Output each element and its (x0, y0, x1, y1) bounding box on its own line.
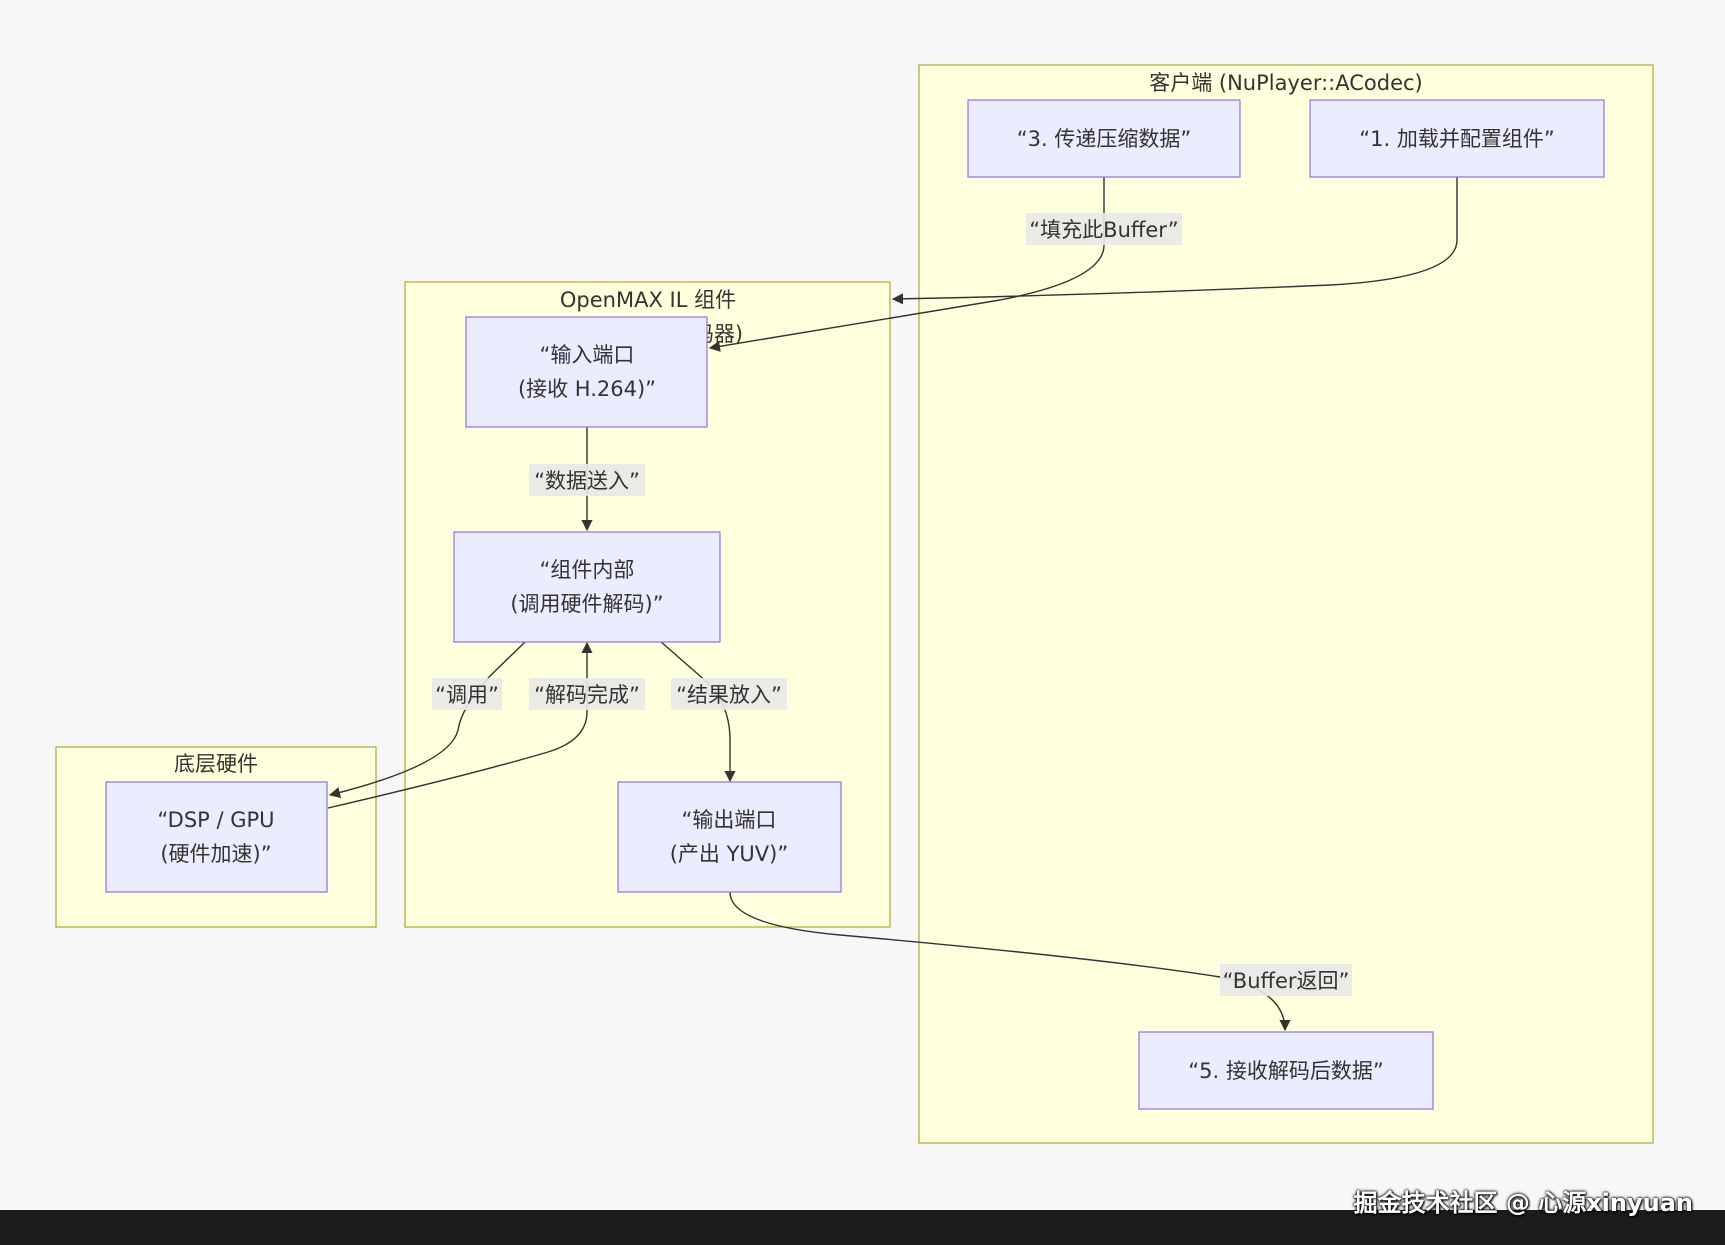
svg-text:“填充此Buffer”: “填充此Buffer” (1029, 218, 1178, 242)
node-output-port: “输出端口 (产出 YUV)” (617, 781, 842, 893)
svg-text:“结果放入”: “结果放入” (676, 683, 782, 707)
edge-label-decode-done: “解码完成” (529, 678, 645, 710)
svg-text:“5. 接收解码后数据”: “5. 接收解码后数据” (1188, 1059, 1383, 1083)
svg-text:“数据送入”: “数据送入” (534, 469, 640, 493)
omx-cluster-title: OpenMAX IL 组件 (560, 288, 736, 312)
svg-text:“DSP / GPU: “DSP / GPU (157, 808, 274, 832)
edge-label-buffer-return: “Buffer返回” (1220, 964, 1352, 996)
svg-text:“解码完成”: “解码完成” (534, 683, 640, 707)
svg-text:“1. 加载并配置组件”: “1. 加载并配置组件” (1359, 127, 1554, 151)
edge-label-invoke: “调用” (432, 678, 502, 710)
svg-text:(硬件加速)”: (硬件加速)” (160, 842, 271, 866)
edge-label-data-in: “数据送入” (529, 464, 645, 496)
edge-dsp-to-internal (327, 641, 593, 809)
edge-step1-to-omx (891, 177, 1458, 305)
hardware-cluster-title: 底层硬件 (174, 752, 258, 776)
svg-text:“输入端口: “输入端口 (540, 343, 635, 367)
svg-text:(产出 YUV)”: (产出 YUV)” (670, 842, 789, 866)
node-dsp-gpu: “DSP / GPU (硬件加速)” (105, 781, 328, 893)
flowchart-diagram: 客户端 (NuPlayer::ACodec) OpenMAX IL 组件 码器)… (55, 64, 1654, 1144)
svg-text:(接收 H.264)”: (接收 H.264)” (518, 377, 656, 401)
svg-text:“调用”: “调用” (435, 683, 499, 707)
node-input-port: “输入端口 (接收 H.264)” (465, 316, 708, 428)
node-step3: “3. 传递压缩数据” (967, 99, 1241, 178)
svg-text:“组件内部: “组件内部 (540, 558, 635, 582)
client-cluster-title: 客户端 (NuPlayer::ACodec) (1149, 71, 1423, 95)
edge-step3-to-input (708, 177, 1105, 352)
watermark: 掘金技术社区 @ 心源xinyuan (1353, 1189, 1693, 1217)
node-step5: “5. 接收解码后数据” (1138, 1031, 1434, 1110)
svg-text:“Buffer返回”: “Buffer返回” (1223, 969, 1350, 993)
edge-label-result-in: “结果放入” (671, 678, 787, 710)
node-internal: “组件内部 (调用硬件解码)” (453, 531, 721, 643)
svg-text:“3. 传递压缩数据”: “3. 传递压缩数据” (1017, 127, 1191, 151)
node-step1: “1. 加载并配置组件” (1309, 99, 1605, 178)
svg-text:(调用硬件解码)”: (调用硬件解码)” (510, 592, 663, 616)
bottom-bar (0, 1210, 1725, 1245)
edge-label-fill-buffer: “填充此Buffer” (1026, 213, 1182, 245)
svg-text:“输出端口: “输出端口 (682, 808, 777, 832)
